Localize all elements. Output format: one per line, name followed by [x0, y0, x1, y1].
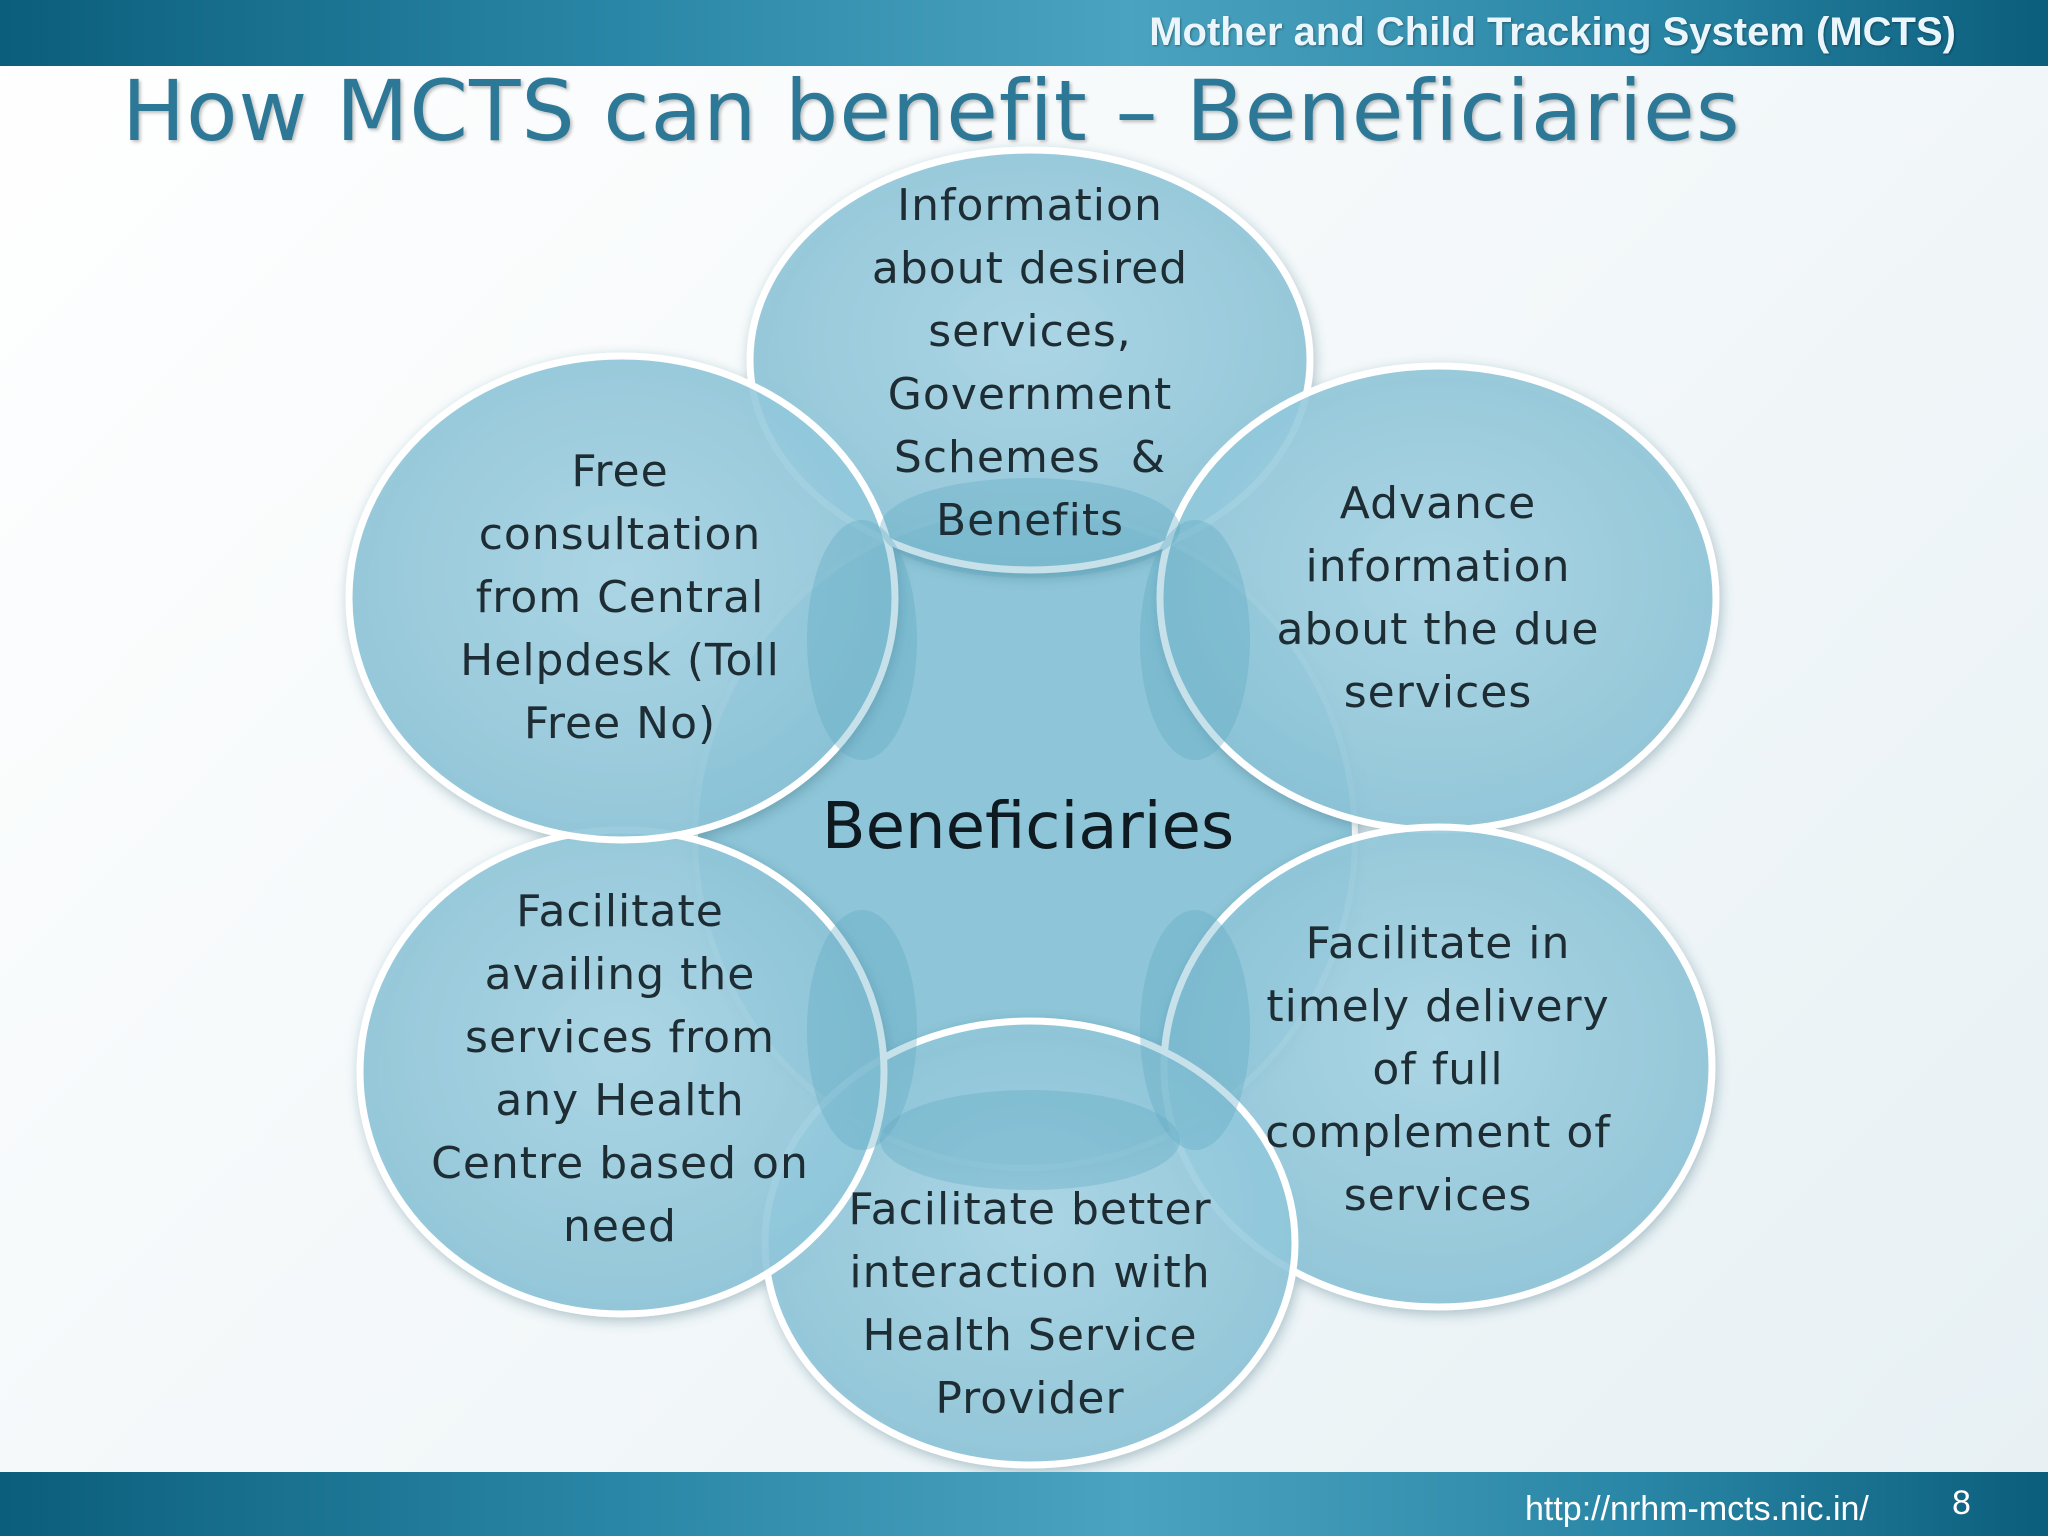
node-line: Schemes & [893, 432, 1167, 483]
node-line: information [1305, 541, 1571, 592]
node-line: timely delivery [1266, 981, 1610, 1032]
node-line: interaction with [849, 1247, 1211, 1298]
node-line: Facilitate [516, 886, 724, 937]
node-line: services, [928, 306, 1132, 357]
node-line: services [1343, 1170, 1533, 1221]
page-number: 8 [1952, 1484, 1971, 1522]
node-label-top: Information about desired services, Gove… [800, 174, 1260, 552]
node-line: Helpdesk (Toll [460, 635, 780, 686]
slide-title: How MCTS can benefit – Beneficiaries [122, 62, 1741, 160]
node-line: Facilitate in [1305, 918, 1571, 969]
center-label: Beneficiaries [821, 790, 1235, 864]
node-line: Government [887, 369, 1173, 420]
node-line: Centre based on [431, 1138, 809, 1189]
node-line: Provider [935, 1373, 1125, 1424]
node-circle-top [746, 146, 1314, 574]
node-label-lower-right: Facilitate in timely delivery of full co… [1218, 912, 1658, 1227]
node-label-bottom: Facilitate better interaction with Healt… [810, 1178, 1250, 1430]
node-line: Free [571, 446, 669, 497]
system-title: Mother and Child Tracking System (MCTS) [1149, 10, 1956, 54]
node-line: Information [897, 180, 1163, 231]
node-line: any Health [495, 1075, 745, 1126]
node-line: need [563, 1201, 677, 1252]
node-line: of full [1372, 1044, 1504, 1095]
node-line: about the due [1276, 604, 1600, 655]
node-line: Health Service [862, 1310, 1198, 1361]
node-line: Benefits [935, 495, 1125, 546]
node-line: availing the [484, 949, 756, 1000]
node-line: from Central [475, 572, 765, 623]
node-line: Free No) [523, 698, 717, 749]
header-bar [0, 0, 2048, 66]
node-line: services from [465, 1012, 775, 1063]
node-label-lower-left: Facilitate availing the services from an… [400, 880, 840, 1258]
node-label-upper-right: Advance information about the due servic… [1218, 472, 1658, 724]
node-label-upper-left: Free consultation from Central Helpdesk … [400, 440, 840, 755]
node-line: Advance [1339, 478, 1537, 529]
node-line: consultation [478, 509, 762, 560]
node-line: about desired [871, 243, 1189, 294]
node-line: services [1343, 667, 1533, 718]
footer-url[interactable]: http://nrhm-mcts.nic.in/ [1525, 1490, 1869, 1528]
node-line: complement of [1265, 1107, 1611, 1158]
node-circle-upper-left [345, 352, 899, 844]
footer-bar [0, 1472, 2048, 1536]
node-line: Facilitate better [848, 1184, 1212, 1235]
